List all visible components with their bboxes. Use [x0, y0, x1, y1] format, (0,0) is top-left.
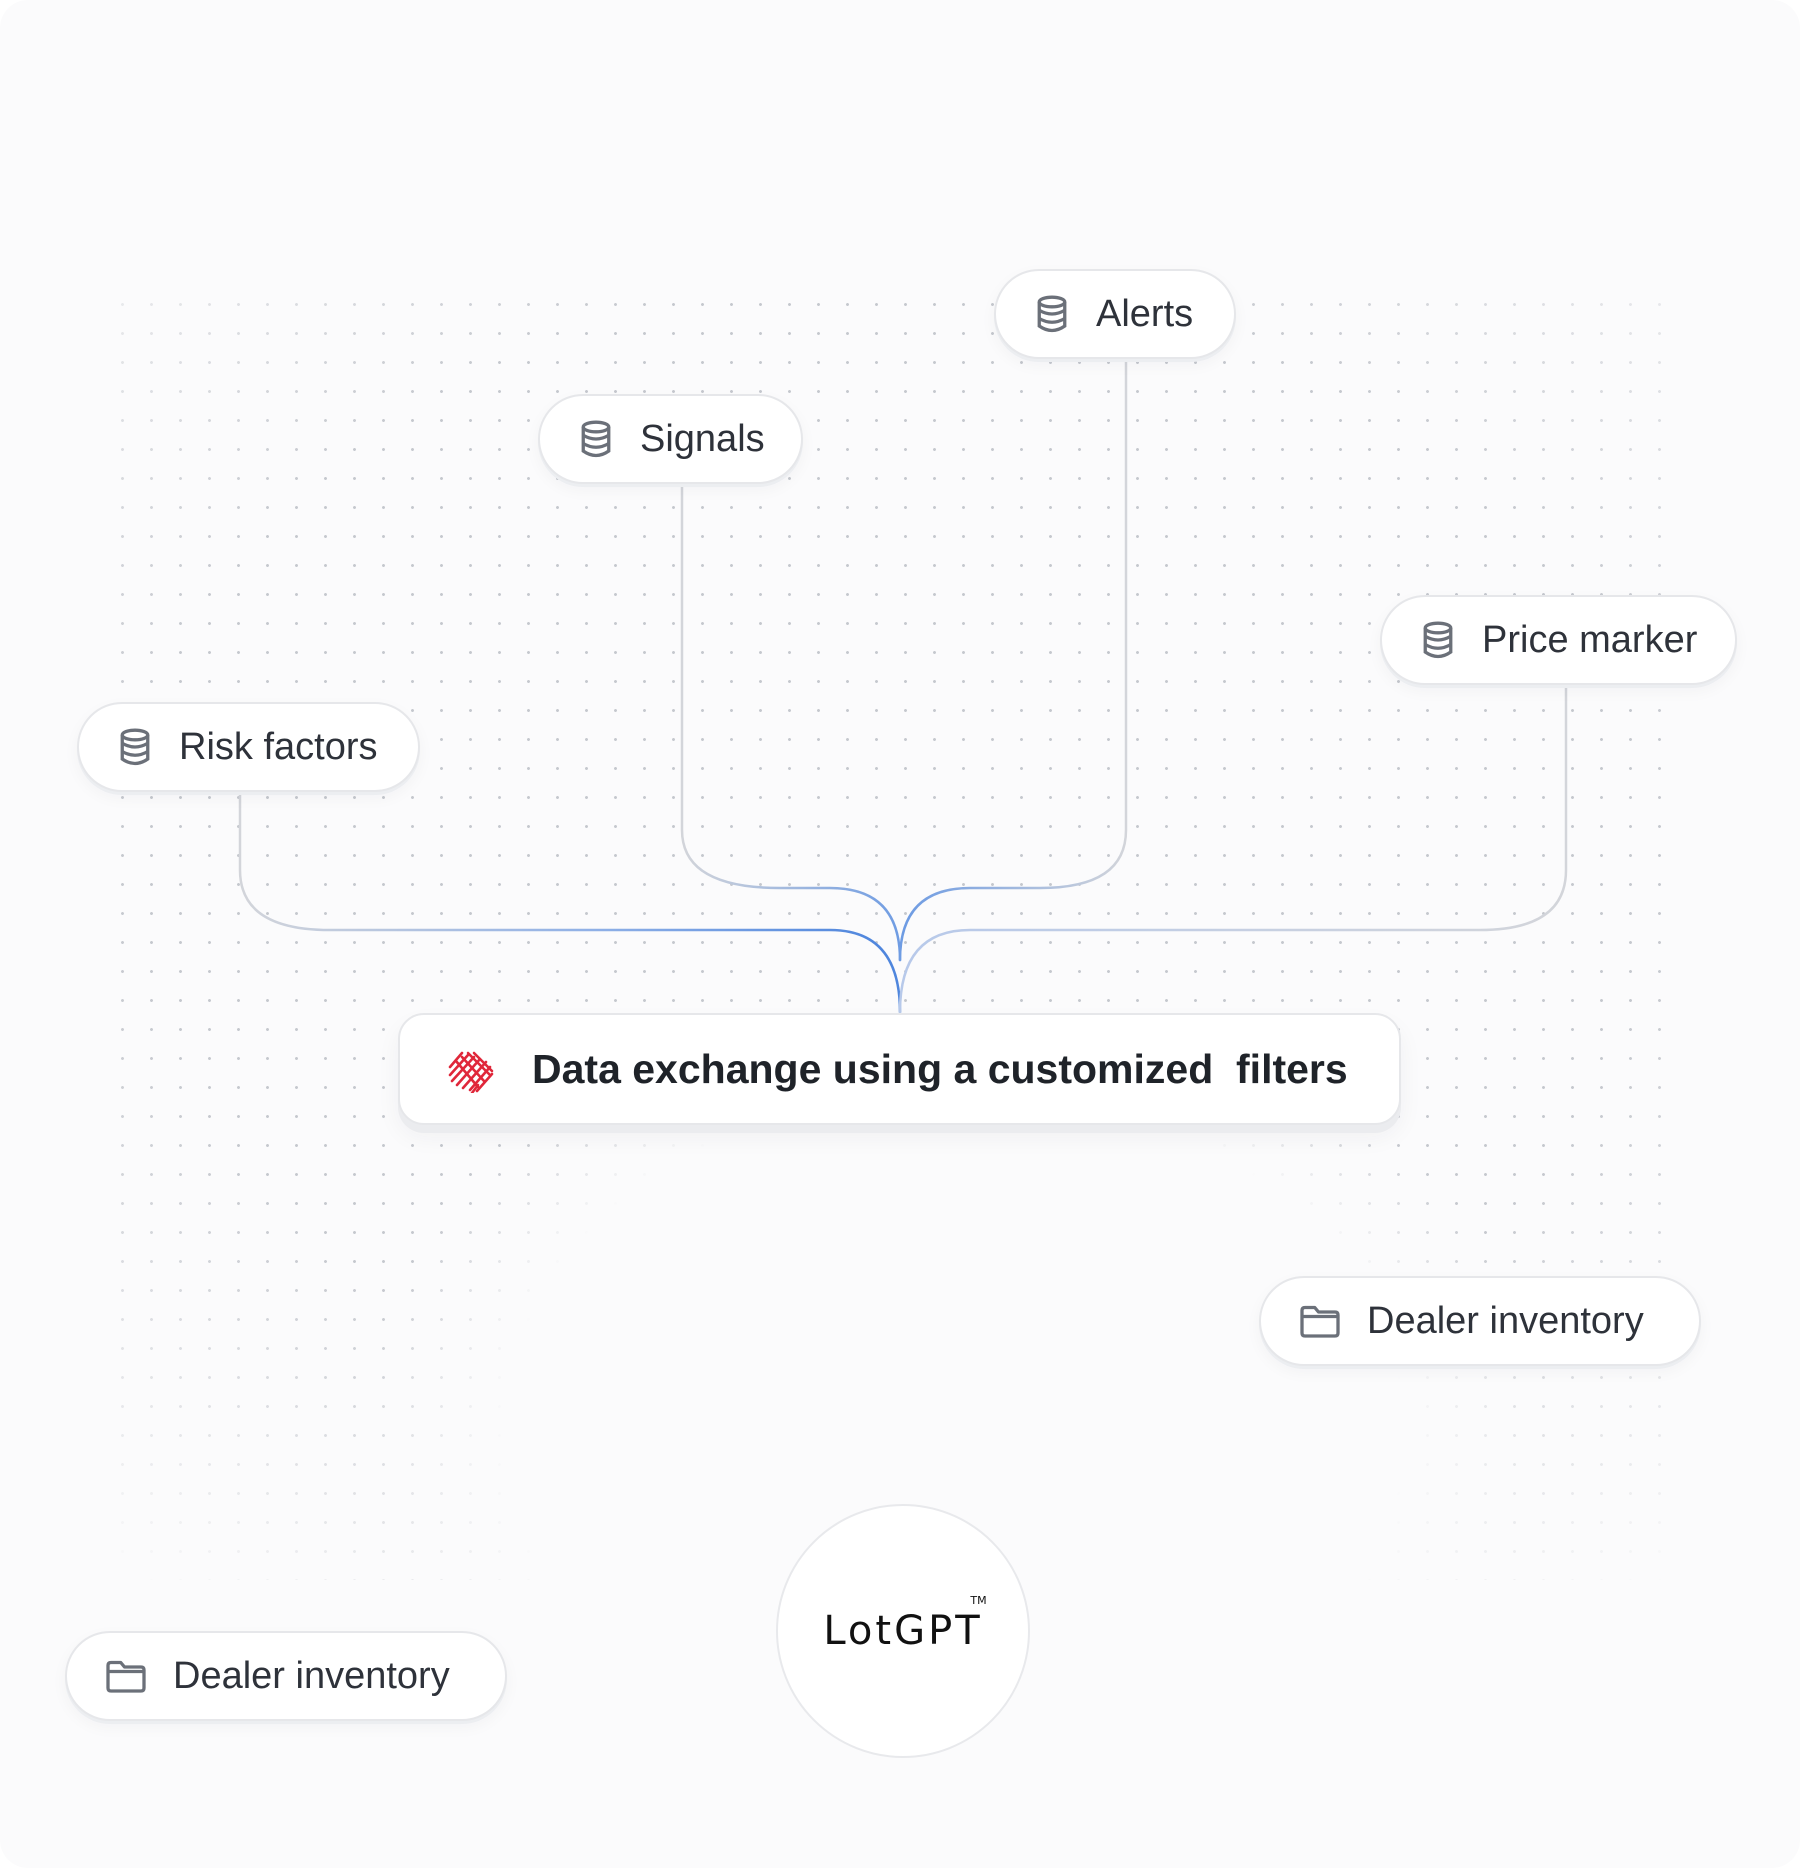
lotgpt-logo-badge: LotGPT TM [776, 1504, 1030, 1758]
connector-signals [680, 484, 902, 962]
database-icon [1034, 294, 1070, 334]
source-node-price-marker[interactable]: Price marker [1380, 595, 1737, 685]
source-node-alerts[interactable]: Alerts [994, 269, 1236, 359]
database-icon [1420, 620, 1456, 660]
hub-node-data-exchange[interactable]: Data exchange using a customized filters [398, 1013, 1401, 1125]
source-label-alerts: Alerts [1096, 292, 1194, 335]
folder-icon [105, 1657, 147, 1695]
database-icon [117, 727, 153, 767]
source-label-signals: Signals [640, 417, 765, 460]
connector-risk-factors [238, 790, 902, 1014]
brain-icon [448, 1051, 494, 1093]
hub-title: Data exchange using a customized filters [532, 1045, 1348, 1092]
source-label-risk-factors: Risk factors [179, 725, 378, 768]
source-node-signals[interactable]: Signals [538, 394, 803, 484]
connector-price-marker [898, 683, 1568, 1014]
output-label-dealer-inventory-left: Dealer inventory [173, 1654, 450, 1697]
output-node-dealer-inventory-left[interactable]: Dealer inventory [65, 1631, 507, 1721]
source-label-price-marker: Price marker [1482, 618, 1698, 661]
folder-icon [1299, 1302, 1341, 1340]
source-node-risk-factors[interactable]: Risk factors [77, 702, 420, 792]
database-icon [578, 419, 614, 459]
output-label-dealer-inventory-right: Dealer inventory [1367, 1299, 1644, 1342]
trademark-mark: TM [970, 1594, 987, 1607]
output-node-dealer-inventory-right[interactable]: Dealer inventory [1259, 1276, 1701, 1366]
connector-alerts [898, 360, 1128, 962]
logo-wordmark: LotGPT TM [823, 1594, 987, 1654]
